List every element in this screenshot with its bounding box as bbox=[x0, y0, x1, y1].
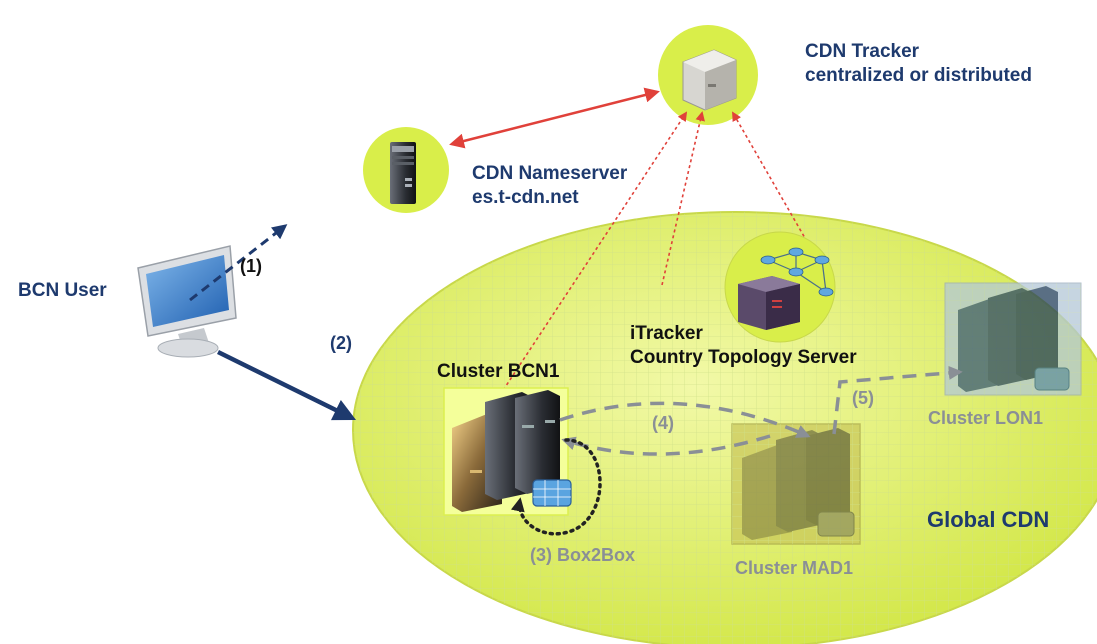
tracker-nameserver-link bbox=[449, 87, 660, 149]
cdn-tracker-icon bbox=[658, 25, 758, 125]
itracker-label-line1: iTracker bbox=[630, 323, 703, 344]
itracker-label: iTracker Country Topology Server bbox=[630, 322, 857, 370]
step-4-label: (4) bbox=[652, 413, 674, 433]
nameserver-label: CDN Nameserver es.t-cdn.net bbox=[472, 162, 627, 210]
step-5-arrow bbox=[832, 365, 963, 435]
step-3-loop bbox=[510, 438, 602, 536]
global-cdn-region bbox=[352, 211, 1097, 644]
itracker-icon bbox=[724, 231, 836, 343]
nameserver-label-line1: CDN Nameserver bbox=[472, 163, 628, 184]
cluster-bcn1-label: Cluster BCN1 bbox=[437, 361, 560, 382]
tracker-report-links bbox=[499, 111, 814, 396]
step-1-label: (1) bbox=[240, 256, 262, 276]
cluster-bcn1-icon bbox=[443, 387, 572, 516]
cluster-mad1-label: Cluster MAD1 bbox=[735, 558, 854, 578]
cluster-lon1-label: Cluster LON1 bbox=[928, 408, 1044, 428]
user-label: BCN User bbox=[18, 280, 107, 301]
cluster-lon1-icon bbox=[944, 282, 1082, 396]
user-computer-icon bbox=[137, 245, 237, 358]
cdn-nameserver-icon bbox=[363, 127, 449, 213]
tracker-label: CDN Tracker centralized or distributed bbox=[805, 40, 1032, 88]
global-cdn-label: Global CDN bbox=[927, 507, 1050, 532]
step-5-label: (5) bbox=[852, 388, 874, 408]
step-2-label: (2) bbox=[330, 333, 352, 353]
step-2-arrow bbox=[217, 349, 357, 421]
nameserver-label-line2: es.t-cdn.net bbox=[472, 187, 579, 208]
itracker-label-line2: Country Topology Server bbox=[630, 347, 857, 368]
cluster-mad1-icon bbox=[731, 423, 861, 545]
step-3-label: (3) Box2Box bbox=[530, 545, 636, 565]
tracker-label-line1: CDN Tracker bbox=[805, 41, 920, 62]
step-4-return-arrow bbox=[561, 434, 771, 456]
tracker-label-line2: centralized or distributed bbox=[805, 65, 1032, 86]
step-4-arrow bbox=[559, 401, 811, 438]
step-1-arrow bbox=[189, 224, 288, 302]
